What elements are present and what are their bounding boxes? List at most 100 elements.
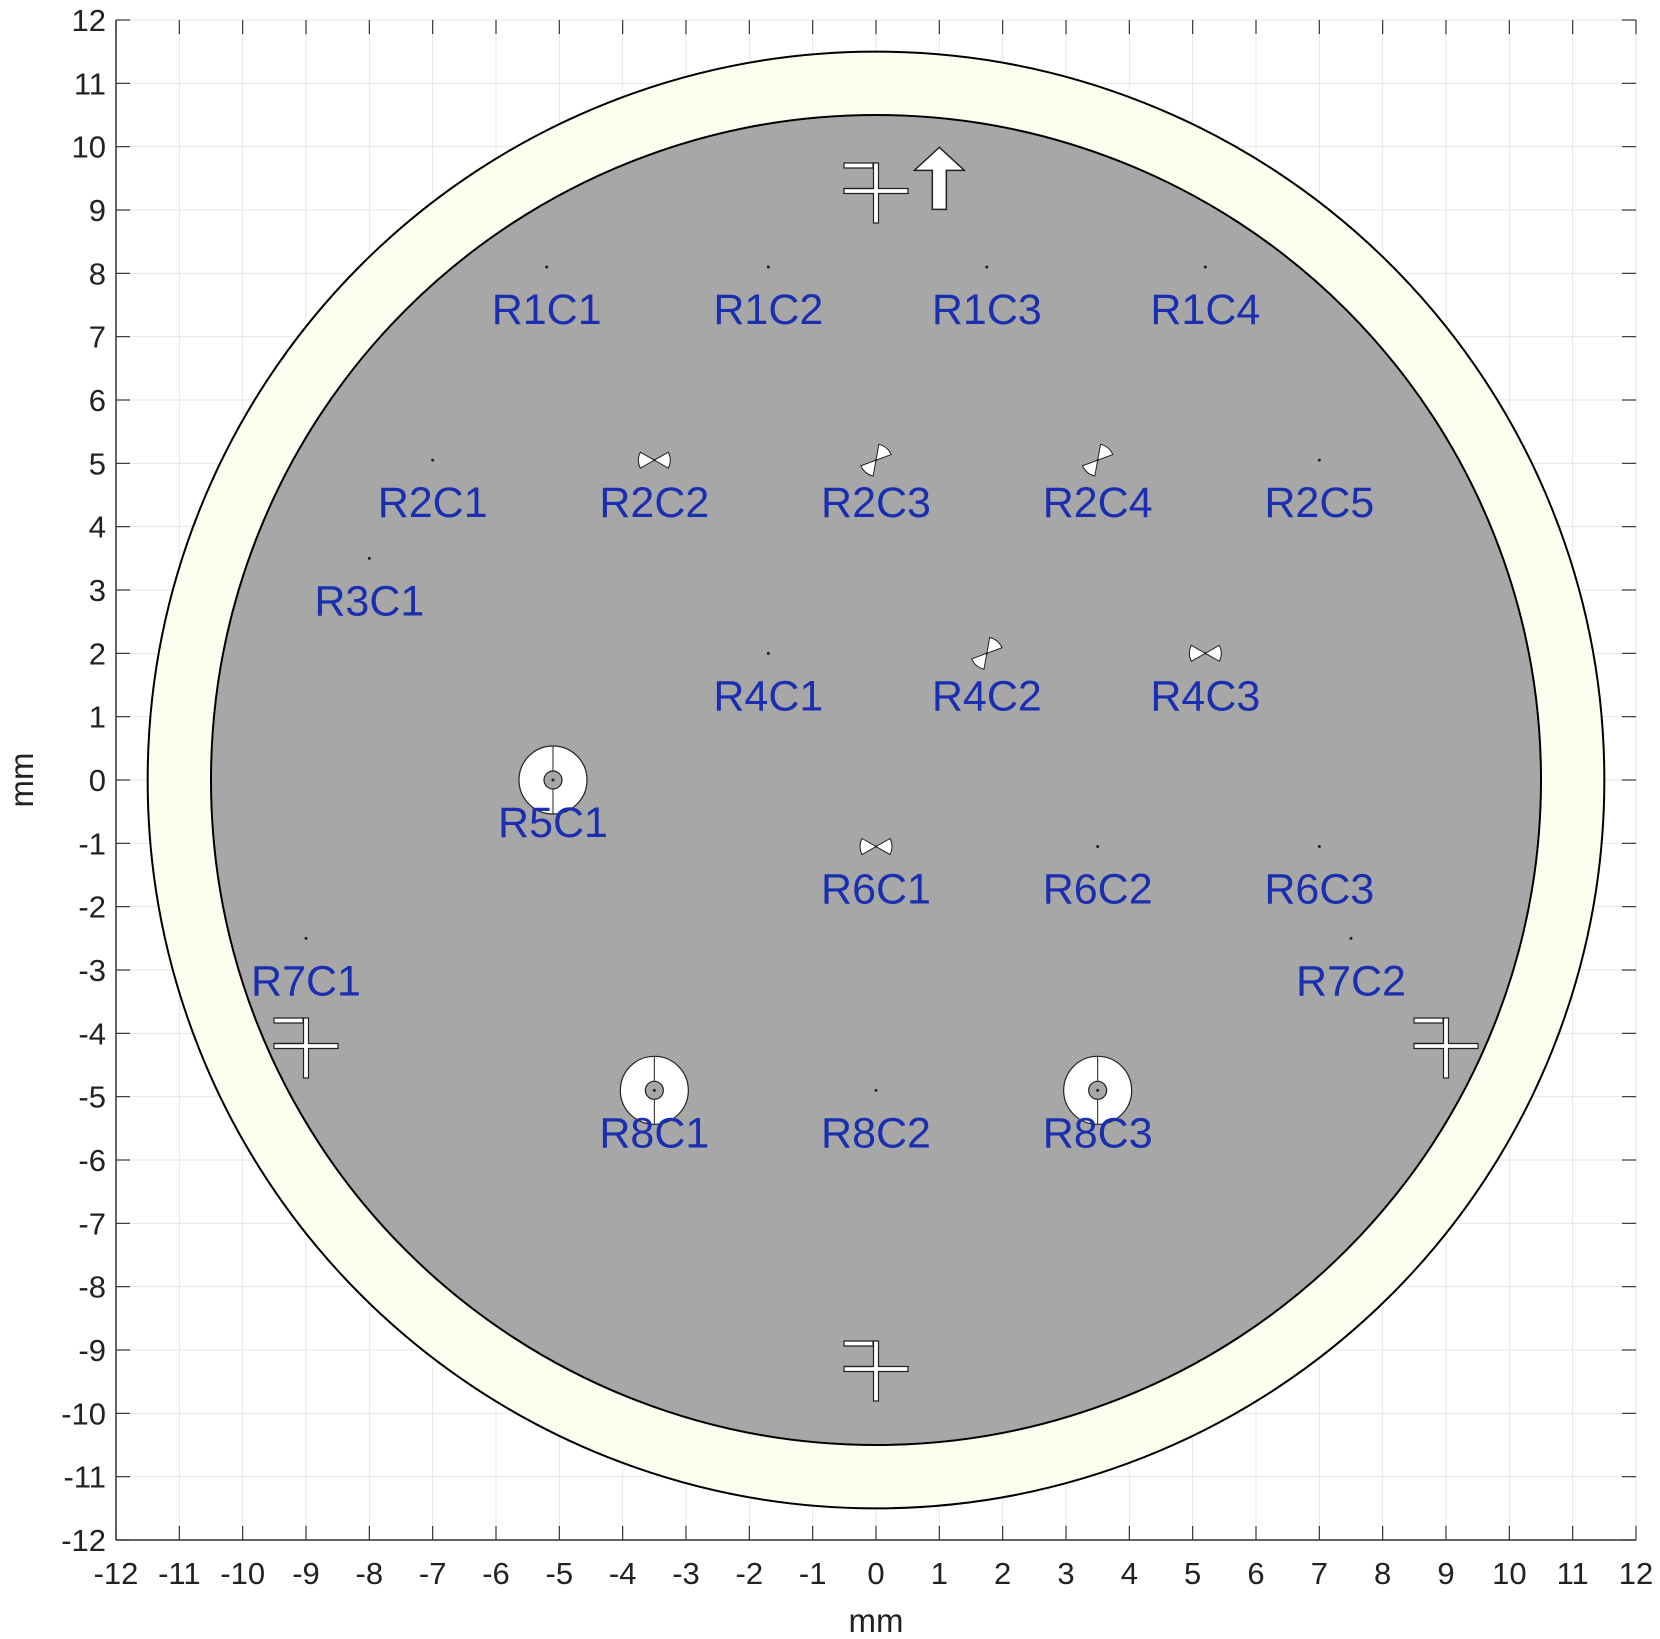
y-tick-label: -7 [78,1206,106,1241]
alignment-mark-icon [843,162,909,224]
y-tick-label: 4 [89,510,106,545]
bowtie-center-dot [985,652,989,655]
alignment-flag-shape [843,162,874,190]
bowtie-diagonal-icon [860,443,892,477]
x-tick-label: -3 [672,1556,700,1591]
x-tick-label: 6 [1247,1556,1264,1591]
x-tick-label: -7 [419,1556,447,1591]
site-r6c1 [859,837,893,856]
y-tick-label: 12 [72,3,106,38]
alignment-flag-shape [1413,1017,1444,1045]
site-r4c2 [971,636,1003,670]
site-label: R6C2 [1043,866,1153,914]
site-label: R3C1 [314,577,424,625]
y-tick-label: -9 [78,1333,106,1368]
x-tick-label: 2 [994,1556,1011,1591]
site-r1c2 [766,265,770,269]
x-tick-label: -11 [158,1556,201,1591]
x-tick-label: 5 [1184,1556,1201,1591]
bowtie-center-dot [1096,458,1099,462]
site-r4c1 [766,651,770,655]
wafer-inner-disk [210,114,1542,1446]
bowtie-center-dot [653,458,656,462]
y-tick-label: -8 [78,1270,106,1305]
site-label: R4C1 [713,672,823,720]
site-label: R2C5 [1264,479,1374,527]
y-tick-label: 6 [89,383,106,418]
y-tick-label: -10 [61,1396,106,1431]
bowtie-right-wing [986,636,1003,655]
y-tick-label: 1 [89,700,106,735]
site-dot-icon [985,265,989,269]
y-tick-label: 5 [89,446,106,481]
site-r8c1 [619,1055,689,1125]
bowtie-right-wing [875,443,892,461]
site-r3c1 [367,556,371,560]
site-dot-icon [766,265,770,269]
bowtie-right-wing [653,451,671,469]
x-tick-label: -1 [799,1556,827,1591]
site-label: R1C1 [492,286,602,334]
site-label: R2C4 [1043,479,1153,527]
x-tick-label: 0 [867,1556,884,1591]
site-label: R8C1 [599,1109,709,1157]
site-dot-icon [874,1088,878,1092]
y-tick-label: -11 [63,1460,106,1495]
bowtie-left-wing [860,459,877,477]
bowtie-center-dot [1204,652,1207,655]
x-axis-label: mm [849,1602,904,1639]
site-r2c5 [1317,458,1321,462]
y-tick-label: 9 [89,193,106,228]
x-tick-label: 7 [1311,1556,1328,1591]
x-tick-label: -2 [736,1556,764,1591]
site-r1c3 [985,265,989,269]
wafer [146,50,1606,1510]
site-label: R8C2 [821,1109,931,1157]
site-label: R1C2 [713,286,823,334]
site-dot-icon [367,556,371,560]
y-tick-label: 3 [89,573,106,608]
bowtie-left-wing [859,837,878,856]
y-tick-label: 0 [89,763,106,798]
site-label: R1C4 [1150,286,1260,334]
x-tick-label: -6 [482,1556,510,1591]
site-r1c4 [1203,265,1207,269]
bowtie-diagonal-icon [1081,443,1114,477]
site-label: R1C3 [932,286,1042,334]
target-center-dot [652,1088,656,1092]
bowtie-right-wing [874,837,893,856]
site-r8c2 [874,1088,878,1092]
x-tick-label: 9 [1437,1556,1454,1591]
site-r6c2 [1096,845,1100,848]
site-label: R2C1 [378,479,488,527]
alignment-marks [273,146,1479,1402]
bowtie-left-wing [1081,459,1099,477]
alignment-mark-icon [1413,1017,1479,1079]
x-tick-label: -9 [292,1556,320,1591]
site-r2c2 [637,451,671,469]
site-r2c3 [860,443,892,477]
orientation-arrow-icon [912,146,967,211]
y-tick-label: 2 [89,636,106,671]
bowtie-right-wing [1097,443,1114,461]
site-r4c3 [1188,644,1222,663]
y-tick-label: 7 [89,320,106,355]
y-tick-label: 8 [89,256,106,291]
site-label: R7C2 [1296,957,1406,1005]
y-tick-label: -3 [78,953,106,988]
y-tick-label: -5 [78,1080,106,1115]
x-tick-label: 12 [1619,1556,1653,1591]
bowtie-center-dot [874,845,878,848]
x-tick-label: -12 [94,1556,139,1591]
x-tick-label: -5 [546,1556,574,1591]
site-dot-icon [1317,845,1321,848]
site-dot-icon [1349,936,1353,940]
x-tick-label: -4 [609,1556,637,1591]
bowtie-center-dot [874,458,878,462]
site-label: R7C1 [251,957,361,1005]
y-tick-label: -4 [78,1016,106,1051]
x-tick-label: 3 [1057,1556,1074,1591]
x-tick-label: 8 [1374,1556,1391,1591]
